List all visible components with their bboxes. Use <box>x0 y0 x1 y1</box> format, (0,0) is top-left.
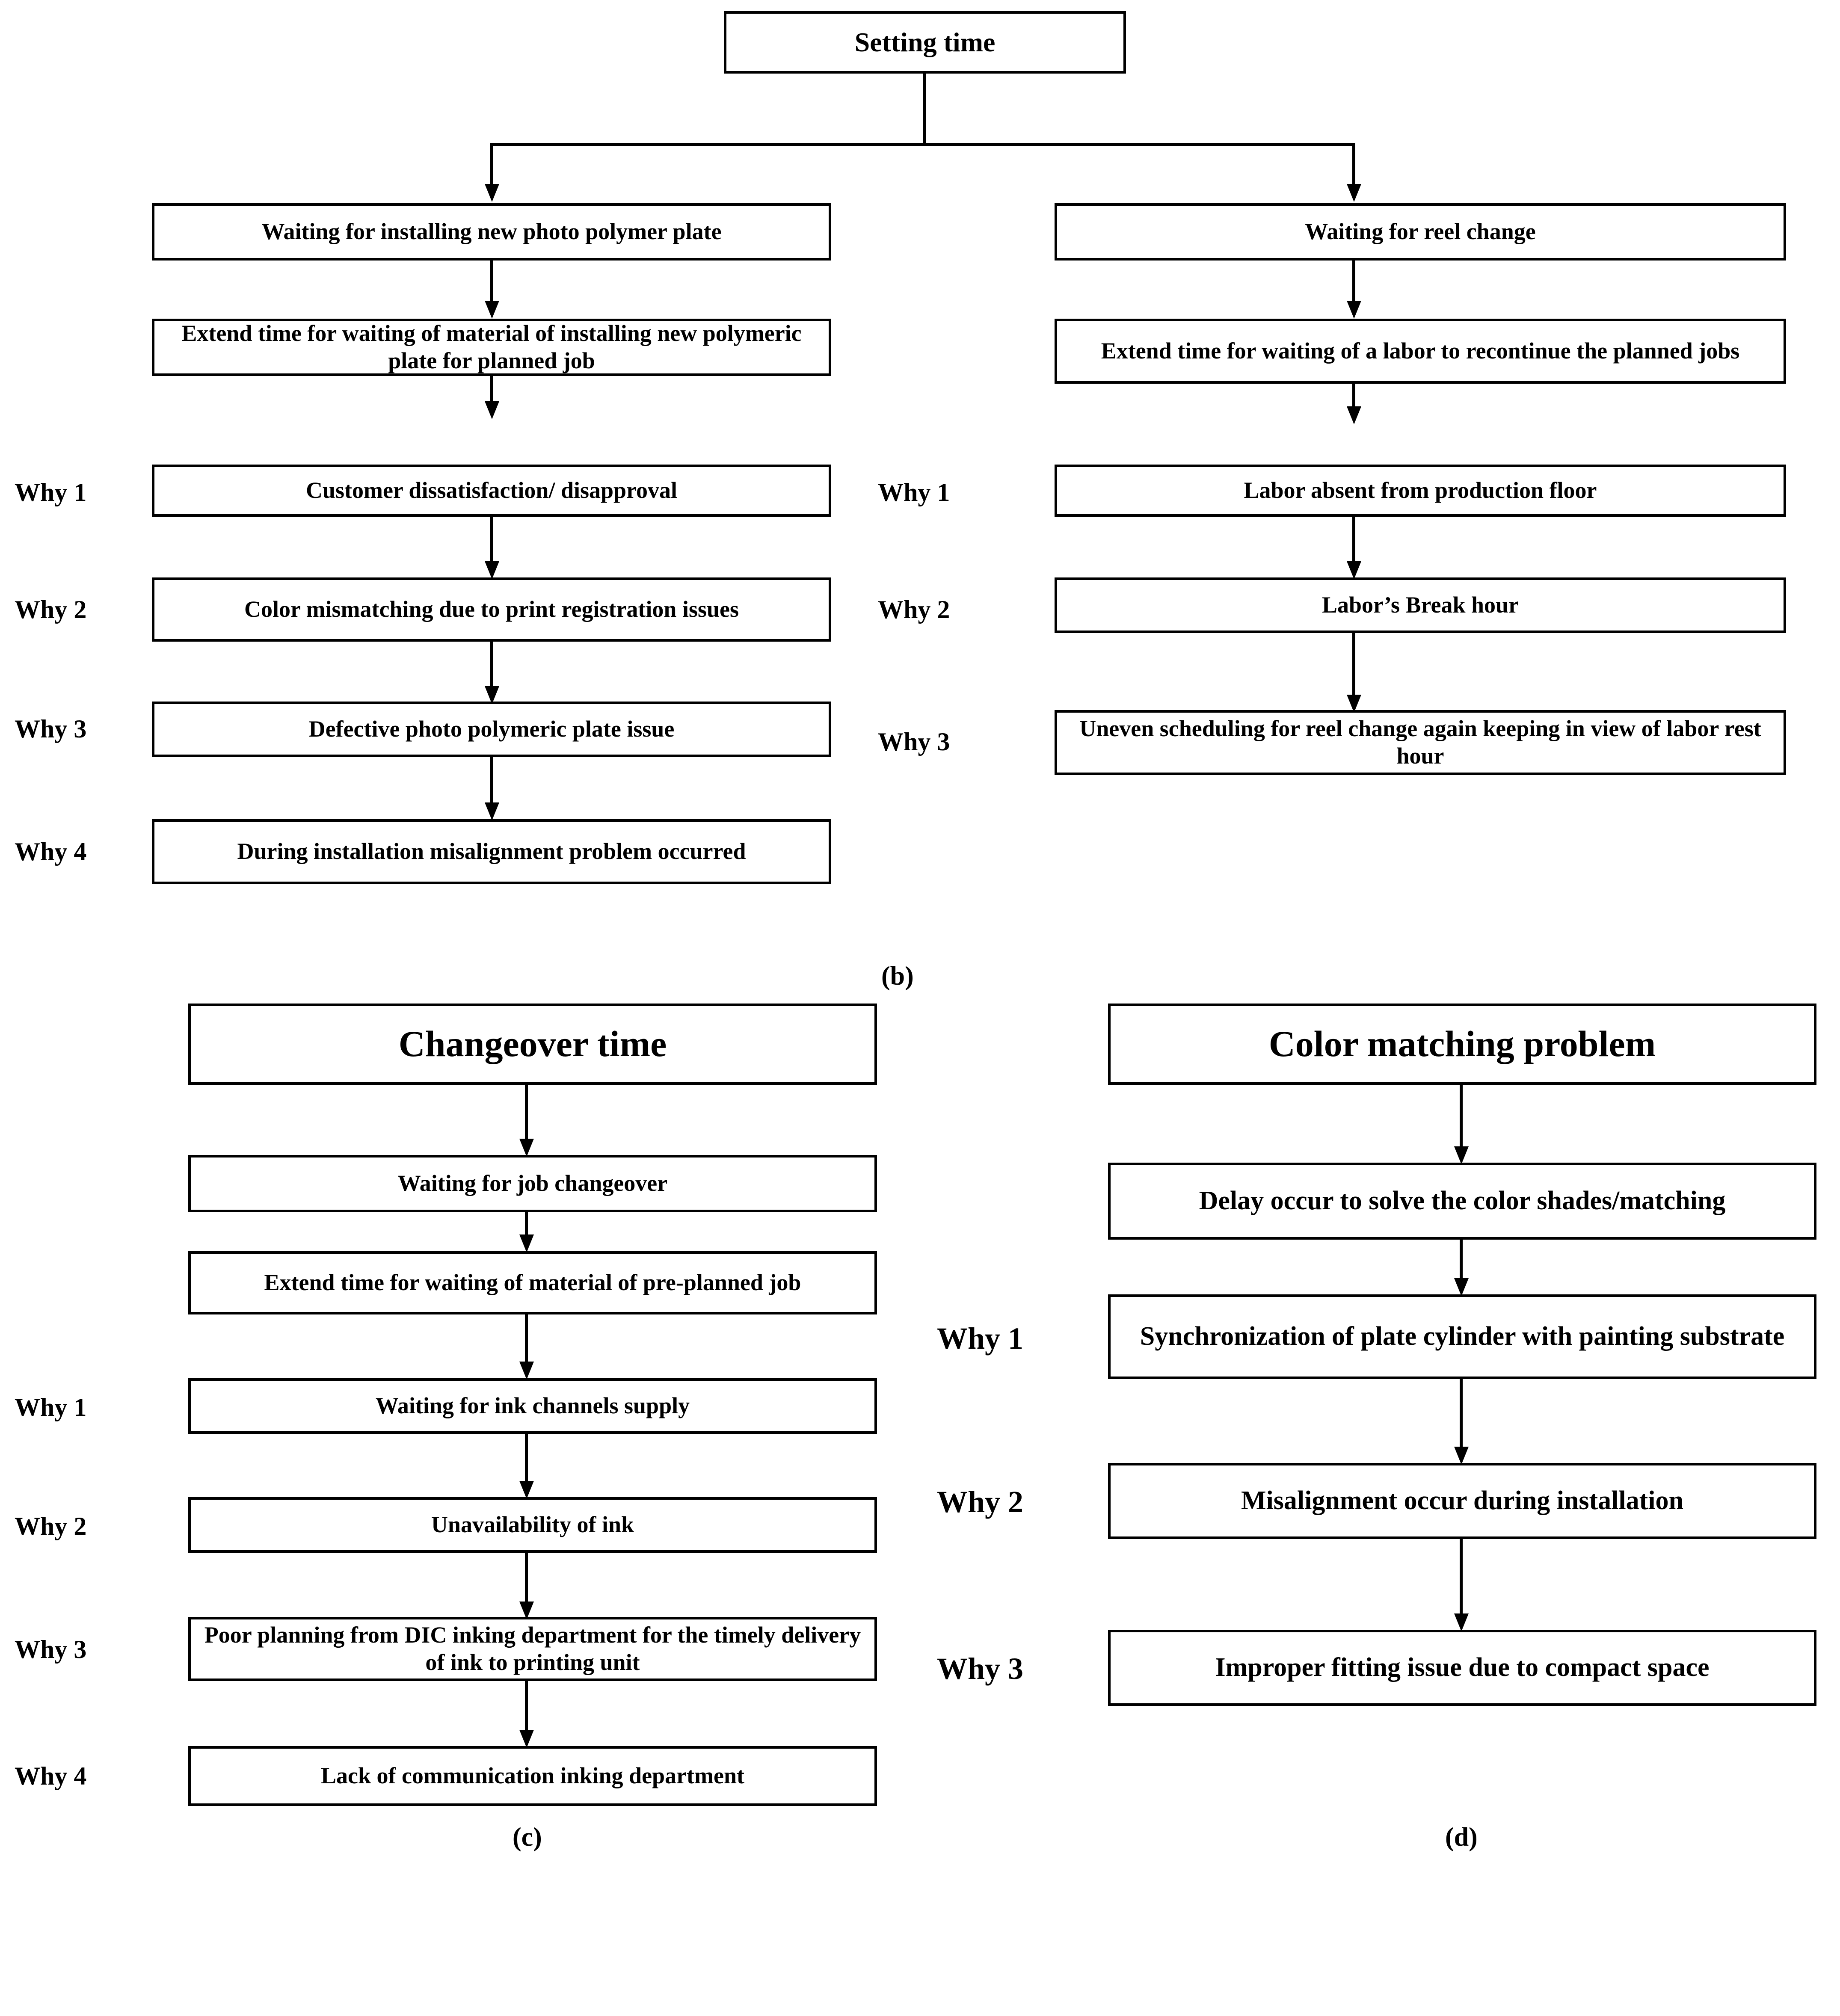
panel-b-right-why-1: Why 1 <box>878 478 950 506</box>
panel-d-conn-3-arrow <box>1454 1613 1469 1631</box>
panel-c-step-6: Lack of communication inking department <box>188 1746 877 1806</box>
panel-b-right-step-2: Extend time for waiting of a labor to re… <box>1055 319 1786 384</box>
panel-d-root-node: Color matching problem <box>1108 1004 1816 1085</box>
panel-c-conn-5 <box>525 1681 528 1732</box>
panel-b-root-stem <box>923 74 926 145</box>
panel-b-left-conn-4-arrow <box>485 686 499 704</box>
panel-c-step-1: Waiting for job changeover <box>188 1155 877 1212</box>
panel-b-split-bar <box>490 143 1355 146</box>
panel-b-right-why-3: Why 3 <box>878 728 950 756</box>
panel-b-left-conn-3-arrow <box>485 561 499 579</box>
panel-b-left-why-3: Why 3 <box>15 715 87 743</box>
panel-b-left-step-5: Defective photo polymeric plate issue <box>152 702 831 757</box>
panel-b-right-conn-4-arrow <box>1347 695 1361 713</box>
panel-b-right-drop <box>1352 143 1355 186</box>
panel-b-right-step-3: Labor absent from production floor <box>1055 465 1786 517</box>
panel-b-left-conn-1-arrow <box>485 301 499 319</box>
panel-d-conn-1-arrow <box>1454 1278 1469 1296</box>
panel-b-left-conn-4 <box>490 642 493 689</box>
panel-d-step-2: Synchronization of plate cylinder with p… <box>1108 1294 1816 1379</box>
panel-b-right-step-1: Waiting for reel change <box>1055 203 1786 261</box>
panel-b-left-conn-5 <box>490 757 493 805</box>
panel-c-conn-1-arrow <box>519 1234 534 1252</box>
panel-b-right-why-2: Why 2 <box>878 595 950 624</box>
panel-b-left-conn-2-arrow <box>485 401 499 419</box>
panel-b-right-step-5: Uneven scheduling for reel change again … <box>1055 710 1786 775</box>
panel-c-step-2: Extend time for waiting of material of p… <box>188 1251 877 1314</box>
panel-c-conn-3-arrow <box>519 1481 534 1499</box>
panel-d-step-3: Misalignment occur during installation <box>1108 1463 1816 1539</box>
panel-b-right-conn-1 <box>1352 261 1355 303</box>
panel-d-caption: (d) <box>1445 1823 1478 1852</box>
panel-c-root-node: Changeover time <box>188 1004 877 1085</box>
panel-d-why-1: Why 1 <box>937 1321 1024 1356</box>
panel-b-left-step-6: During installation misalignment problem… <box>152 819 831 884</box>
panel-d-step-1: Delay occur to solve the color shades/ma… <box>1108 1163 1816 1240</box>
panel-b-left-drop <box>490 143 493 186</box>
panel-d-conn-2 <box>1460 1379 1463 1449</box>
panel-c-why-2: Why 2 <box>15 1512 87 1540</box>
panel-d-conn-3 <box>1460 1539 1463 1616</box>
panel-c-why-3: Why 3 <box>15 1635 87 1664</box>
panel-d-step-4: Improper fitting issue due to compact sp… <box>1108 1630 1816 1706</box>
panel-c-why-1: Why 1 <box>15 1393 87 1421</box>
panel-b-left-step-4: Color mismatching due to print registrat… <box>152 577 831 642</box>
panel-b-right-conn-4 <box>1352 633 1355 697</box>
panel-c-conn-2-arrow <box>519 1362 534 1380</box>
panel-c-conn-3 <box>525 1434 528 1483</box>
panel-b-right-conn-1-arrow <box>1347 301 1361 319</box>
panel-c-step-4: Unavailability of ink <box>188 1497 877 1553</box>
panel-c-why-4: Why 4 <box>15 1762 87 1790</box>
panel-b-left-why-2: Why 2 <box>15 595 87 624</box>
panel-b-left-step-3: Customer dissatisfaction/ disapproval <box>152 465 831 517</box>
panel-c-conn-0-arrow <box>519 1139 534 1157</box>
panel-d-conn-0-arrow <box>1454 1146 1469 1164</box>
panel-d-why-3: Why 3 <box>937 1652 1024 1686</box>
panel-b-left-conn-1 <box>490 261 493 303</box>
panel-c-conn-5-arrow <box>519 1730 534 1748</box>
panel-b-left-conn-5-arrow <box>485 802 499 820</box>
panel-c-conn-0 <box>525 1085 528 1141</box>
panel-b-left-conn-3 <box>490 517 493 564</box>
panel-b-right-step-4: Labor’s Break hour <box>1055 577 1786 633</box>
panel-b-right-conn-2-arrow <box>1347 406 1361 424</box>
panel-b-left-why-4: Why 4 <box>15 838 87 866</box>
panel-d-conn-2-arrow <box>1454 1447 1469 1465</box>
panel-b-right-drop-arrow <box>1347 184 1361 202</box>
panel-b-right-conn-2 <box>1352 384 1355 409</box>
panel-b-root-node: Setting time <box>724 11 1126 74</box>
panel-b-left-step-1: Waiting for installing new photo polymer… <box>152 203 831 261</box>
panel-c-conn-4-arrow <box>519 1602 534 1619</box>
panel-b-left-why-1: Why 1 <box>15 478 87 506</box>
panel-c-conn-4 <box>525 1553 528 1604</box>
panel-c-step-3: Waiting for ink channels supply <box>188 1378 877 1434</box>
panel-d-conn-0 <box>1460 1085 1463 1149</box>
panel-d-conn-1 <box>1460 1240 1463 1281</box>
panel-c-caption: (c) <box>513 1823 542 1852</box>
panel-c-conn-1 <box>525 1212 528 1237</box>
panel-b-left-drop-arrow <box>485 184 499 202</box>
panel-b-left-step-2: Extend time for waiting of material of i… <box>152 319 831 376</box>
panel-b-left-conn-2 <box>490 376 493 404</box>
panel-b-right-conn-3 <box>1352 517 1355 564</box>
panel-c-conn-2 <box>525 1314 528 1364</box>
panel-b-right-conn-3-arrow <box>1347 561 1361 579</box>
panel-d-why-2: Why 2 <box>937 1485 1024 1519</box>
panel-b-caption: (b) <box>881 962 914 991</box>
panel-c-step-5: Poor planning from DIC inking department… <box>188 1617 877 1681</box>
